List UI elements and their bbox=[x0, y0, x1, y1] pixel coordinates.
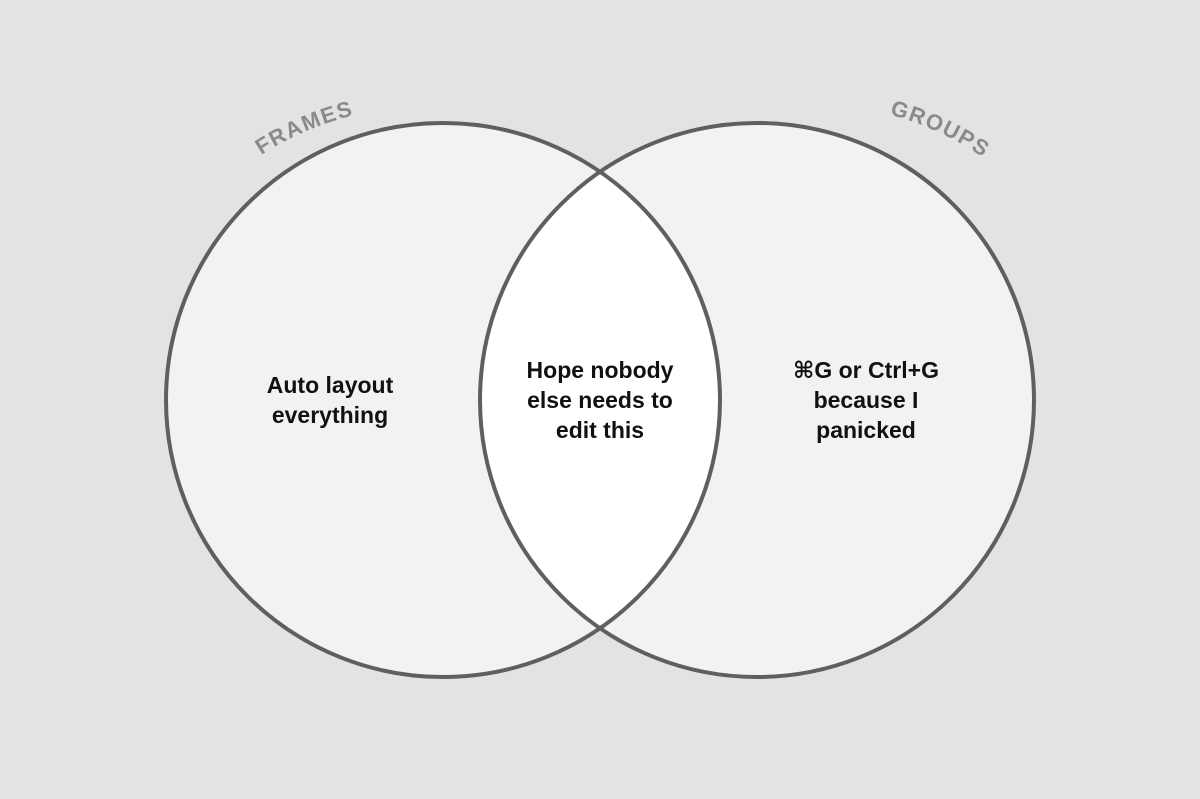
groups-label: GROUPS bbox=[888, 95, 995, 162]
frames-only-text: Auto layout everything bbox=[266, 372, 394, 428]
frames-circle-outline bbox=[164, 121, 722, 679]
intersection-region bbox=[480, 123, 720, 677]
groups-circle-outline bbox=[478, 121, 1036, 679]
intersection-text: Hope nobody else needs to edit this bbox=[526, 357, 674, 443]
groups-only-text: ⌘G or Ctrl+G because I panicked bbox=[793, 357, 939, 443]
